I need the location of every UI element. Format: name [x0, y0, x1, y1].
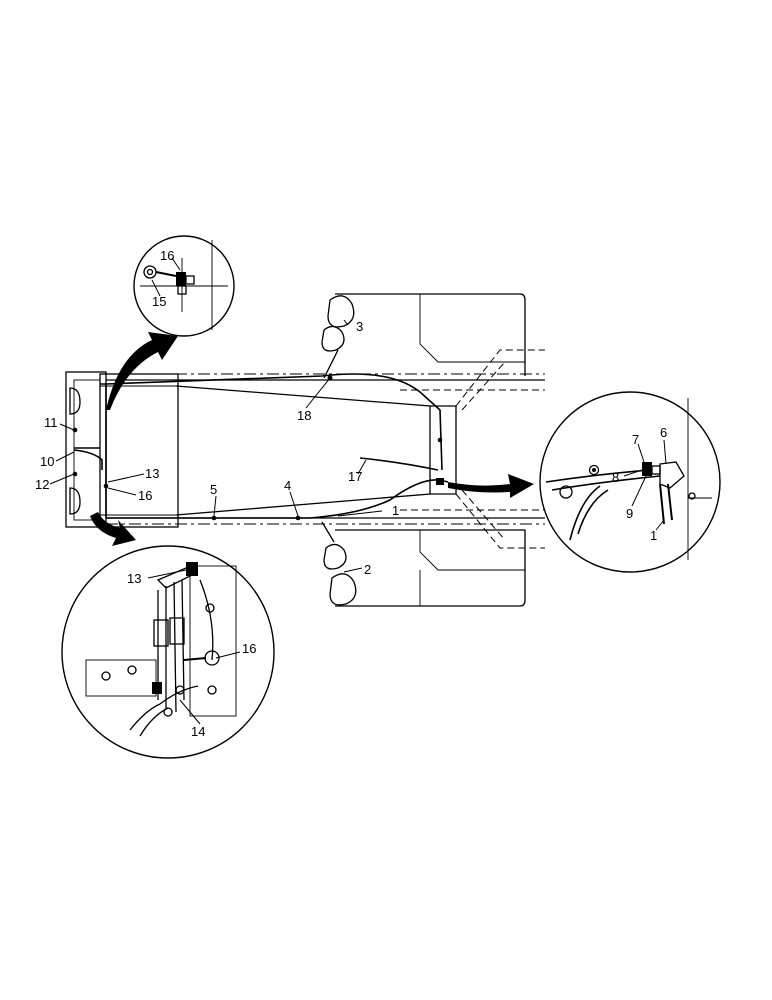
chassis-frame	[65, 293, 545, 607]
callout-14: 14	[191, 724, 205, 739]
callout-15: 15	[152, 294, 166, 309]
callout-17: 17	[348, 469, 362, 484]
callout-6: 6	[660, 425, 667, 440]
callout-11: 11	[44, 415, 58, 430]
callout-5: 5	[210, 482, 217, 497]
callout-13-main: 13	[145, 466, 159, 481]
arrow-to-right-detail	[448, 474, 534, 498]
callout-8: 8	[612, 470, 619, 485]
detail-circle-ground-terminal	[133, 235, 235, 337]
callout-4: 4	[284, 478, 291, 493]
headlamp-right	[321, 521, 357, 606]
detail-circle-front-connector	[539, 391, 721, 573]
detail-circle-rear-harness	[61, 545, 275, 759]
callout-7: 7	[632, 432, 639, 447]
callout-9: 9	[626, 506, 633, 521]
callout-3: 3	[356, 319, 363, 334]
callout-1-main: 1	[392, 503, 399, 518]
callout-16-top: 16	[160, 248, 174, 263]
callout-18: 18	[297, 408, 311, 423]
arrow-to-top-detail	[106, 332, 178, 410]
callout-1-detail: 1	[650, 528, 657, 543]
callout-16-main: 16	[138, 488, 152, 503]
wiring-harness	[72, 373, 449, 521]
arrow-to-bottom-detail	[90, 512, 136, 546]
headlamp-left	[321, 295, 355, 379]
callout-13-detail: 13	[127, 571, 141, 586]
callout-16-detail: 16	[242, 641, 256, 656]
callout-2: 2	[364, 562, 371, 577]
callout-10: 10	[40, 454, 54, 469]
leader-lines	[49, 257, 667, 725]
callout-12: 12	[35, 477, 49, 492]
